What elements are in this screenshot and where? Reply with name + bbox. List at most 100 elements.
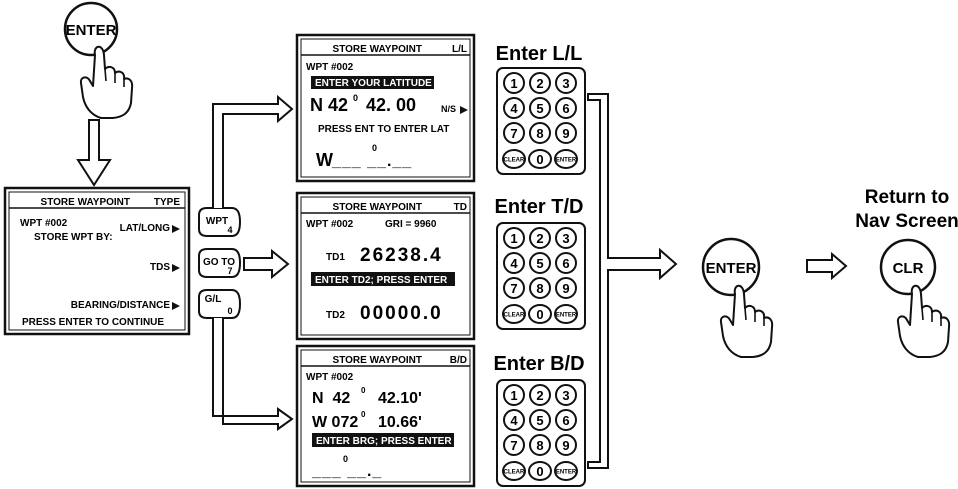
keypad-key-8[interactable]: 8	[529, 434, 551, 456]
keypad-key-5[interactable]: 5	[529, 97, 551, 119]
td-title: STORE WAYPOINT	[333, 202, 422, 213]
keypad-clear-key[interactable]: CLEAR	[502, 149, 526, 169]
keypad-key-1[interactable]: 1	[503, 384, 525, 406]
down-arrow	[76, 119, 112, 187]
keypad-key-1[interactable]: 1	[503, 227, 525, 249]
td1-label: TD1	[326, 252, 345, 263]
keypad-key-label: 6	[562, 413, 569, 428]
keypad-key-9[interactable]: 9	[555, 122, 577, 144]
keypad-key-label: 6	[562, 101, 569, 116]
arrow-to-bd	[212, 318, 294, 431]
gl-key-label: G/L	[205, 294, 222, 305]
goto-key-sub: 7	[227, 266, 232, 276]
td-screen: STORE WAYPOINT TD WPT #002 GRI = 9960 TD…	[295, 191, 476, 341]
keypad-key-label: 0	[536, 152, 543, 167]
keypad-enter-label: ENTER	[556, 313, 577, 319]
ll-title-right: L/L	[452, 44, 467, 55]
keypad-key-7[interactable]: 7	[503, 122, 525, 144]
gl-key[interactable]: G/L 0	[198, 289, 242, 319]
keypad-key-0[interactable]: 0	[528, 304, 552, 324]
ll-lat: N 42	[310, 95, 348, 115]
arrow-to-clr	[806, 251, 848, 281]
wpt-key[interactable]: WPT 4	[198, 207, 242, 237]
keypad-key-5[interactable]: 5	[529, 409, 551, 431]
keypad-key-label: 0	[536, 307, 543, 322]
title-enter-td: Enter T/D	[495, 196, 584, 218]
clr-button[interactable]: CLR	[879, 238, 937, 296]
keypad-key-1[interactable]: 1	[503, 72, 525, 94]
bd-lat-min: 42.10'	[378, 390, 422, 407]
keypad-key-4[interactable]: 4	[503, 252, 525, 274]
type-screen-title: STORE WAYPOINT	[41, 197, 130, 208]
keypad-enter-key[interactable]: ENTER	[554, 304, 578, 324]
keypad-key-label: 4	[510, 413, 518, 428]
keypad-key-label: 6	[562, 256, 569, 271]
keypad-key-label: 0	[536, 464, 543, 479]
merge-bracket	[587, 93, 678, 469]
pointing-hand-icon	[719, 284, 774, 358]
type-screen-continue: PRESS ENTER TO CONTINUE	[22, 317, 164, 328]
keypad-key-5[interactable]: 5	[529, 252, 551, 274]
keypad-key-6[interactable]: 6	[555, 409, 577, 431]
td2-label: TD2	[326, 310, 345, 321]
td2-value: 00000.0	[360, 303, 443, 324]
keypad-key-7[interactable]: 7	[503, 277, 525, 299]
ll-lat-min: 42. 00	[366, 95, 416, 115]
keypad-key-label: 5	[536, 101, 543, 116]
keypad-key-2[interactable]: 2	[529, 72, 551, 94]
start-enter-label: ENTER	[66, 22, 117, 39]
keypad-key-label: 8	[536, 438, 543, 453]
ll-lat-deg: 0	[353, 93, 358, 103]
keypad-key-2[interactable]: 2	[529, 384, 551, 406]
bd-screen: STORE WAYPOINT B/D WPT #002 N 42 0 42.10…	[295, 344, 476, 488]
return-label-line2: Nav Screen	[855, 211, 958, 232]
bd-lon: W 072	[312, 414, 358, 431]
bd-lon-deg: 0	[361, 410, 366, 419]
keypad-enter-key[interactable]: ENTER	[554, 461, 578, 481]
start-enter-button[interactable]: ENTER	[63, 1, 119, 57]
bd-title-right: B/D	[450, 355, 467, 366]
keypad-key-7[interactable]: 7	[503, 434, 525, 456]
pointing-hand-icon	[79, 45, 134, 119]
keypad-key-2[interactable]: 2	[529, 227, 551, 249]
arrow-to-ll	[212, 94, 294, 208]
keypad-enter-key[interactable]: ENTER	[554, 149, 578, 169]
clr-label: CLR	[893, 260, 924, 277]
keypad-key-9[interactable]: 9	[555, 277, 577, 299]
keypad-key-6[interactable]: 6	[555, 97, 577, 119]
keypad-key-label: 3	[562, 231, 569, 246]
goto-key[interactable]: GO TO 7	[198, 248, 242, 278]
keypad-key-3[interactable]: 3	[555, 72, 577, 94]
keypad-enter-label: ENTER	[556, 470, 577, 476]
keypad-key-4[interactable]: 4	[503, 97, 525, 119]
keypad-key-4[interactable]: 4	[503, 409, 525, 431]
ll-lon-deg: 0	[372, 143, 377, 153]
keypad-clear-key[interactable]: CLEAR	[502, 461, 526, 481]
keypad-key-0[interactable]: 0	[528, 461, 552, 481]
bd-wpt: WPT #002	[306, 372, 354, 383]
keypad-key-8[interactable]: 8	[529, 277, 551, 299]
bd-title: STORE WAYPOINT	[333, 355, 422, 366]
keypad-key-0[interactable]: 0	[528, 149, 552, 169]
type-selection-screen: STORE WAYPOINT TYPE WPT #002 STORE WPT B…	[3, 186, 191, 336]
keypad-clear-label: CLEAR	[504, 470, 525, 476]
td-prompt: ENTER TD2; PRESS ENTER	[315, 275, 448, 286]
keypad-key-9[interactable]: 9	[555, 434, 577, 456]
return-label-line1: Return to	[865, 187, 949, 208]
keypad-key-label: 1	[510, 231, 517, 246]
keypad-key-label: 3	[562, 388, 569, 403]
keypad-key-8[interactable]: 8	[529, 122, 551, 144]
keypad-key-3[interactable]: 3	[555, 384, 577, 406]
ll-press: PRESS ENT TO ENTER LAT	[318, 124, 449, 135]
keypad-key-6[interactable]: 6	[555, 252, 577, 274]
td-title-right: TD	[454, 202, 467, 213]
keypad-clear-key[interactable]: CLEAR	[502, 304, 526, 324]
keypad-key-3[interactable]: 3	[555, 227, 577, 249]
goto-key-label: GO TO	[203, 257, 235, 268]
end-enter-button[interactable]: ENTER	[701, 237, 761, 297]
keypad-key-label: 2	[536, 388, 543, 403]
option-latlong: LAT/LONG	[120, 223, 171, 234]
ll-screen: STORE WAYPOINT L/L WPT #002 ENTER YOUR L…	[295, 33, 476, 183]
